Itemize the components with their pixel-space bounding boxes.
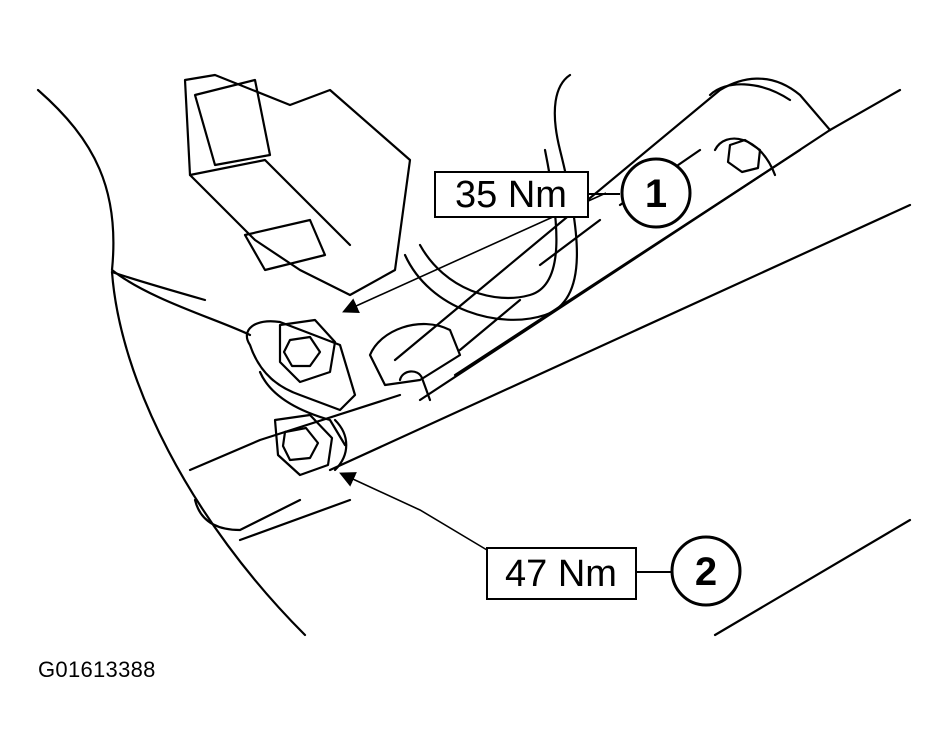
callout-number-2: 2 <box>695 550 717 594</box>
upper-bolt-face <box>282 335 322 368</box>
lower-rail-right <box>713 518 912 637</box>
leader-line-2 <box>339 472 488 551</box>
lower-rail-bottom <box>193 498 302 532</box>
upper-block-slot <box>243 218 327 272</box>
lower-bolt-hex <box>273 413 334 477</box>
shaft-right-edge <box>828 88 902 132</box>
lower-bolt-washer <box>333 418 348 472</box>
hose-curve <box>403 73 578 321</box>
upper-block-edge <box>188 158 352 247</box>
engine-component-linework <box>36 73 912 637</box>
torque-label-2: 47 Nm <box>505 553 617 595</box>
callout-badge-2 <box>670 535 742 607</box>
lower-rail-top <box>188 393 402 472</box>
housing-left-curve <box>110 270 307 637</box>
bracket-loop <box>245 320 357 412</box>
callout-badge-1 <box>620 157 692 229</box>
hose-clamp <box>368 322 462 387</box>
clamp-nut <box>726 138 762 174</box>
figure-code: G01613388 <box>38 657 156 682</box>
bracket-tail <box>258 370 347 447</box>
upper-bolt-hex <box>278 318 337 384</box>
lower-rail-long-2 <box>238 498 352 542</box>
shaft-end-cap <box>708 83 792 102</box>
hose-clamp-pin <box>398 370 432 402</box>
torque-label-box-2 <box>486 547 637 600</box>
shaft-top <box>393 77 832 362</box>
housing-lower-edge <box>110 270 207 302</box>
lower-rail-long <box>328 203 912 472</box>
torque-label-1: 35 Nm <box>455 174 567 216</box>
callout-1: 35 Nm 1 <box>434 157 692 229</box>
shaft-hash-2 <box>538 218 602 267</box>
callout-number-1: 1 <box>645 172 667 216</box>
lower-bolt-face <box>281 426 320 462</box>
upper-block <box>183 73 412 297</box>
callout-2: 47 Nm 2 <box>486 535 742 607</box>
shaft-hash-1 <box>458 298 522 352</box>
upper-block-front <box>193 78 272 167</box>
clamp-curl <box>713 137 777 177</box>
shaft-mid-line <box>453 148 802 377</box>
housing-outline <box>36 88 252 337</box>
